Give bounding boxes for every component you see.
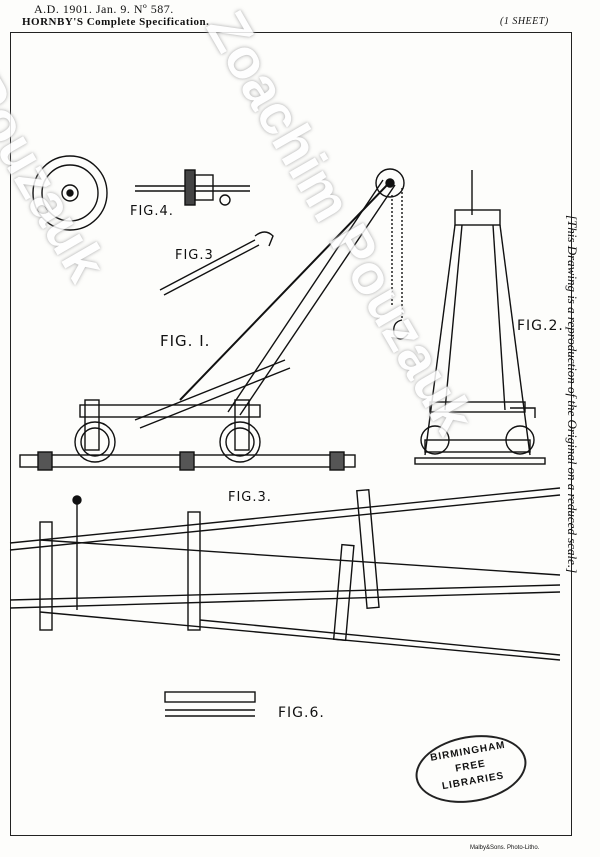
fig6-figure: [164, 691, 256, 717]
fig3-top-label: FIG.3: [175, 248, 214, 263]
sheet-count: (1 SHEET): [500, 16, 549, 27]
fig3-label: FIG.3.: [228, 490, 272, 505]
fig3-rod-figure: [159, 231, 274, 296]
fig2-label: FIG.2.: [517, 318, 564, 334]
reproduction-note: [This Drawing is a reproduction of the O…: [565, 215, 580, 574]
printer-credit: Malby&Sons. Photo-Litho.: [470, 845, 540, 851]
drawing-frame: [10, 32, 572, 836]
fig4-label: FIG.4.: [130, 204, 174, 219]
fig4-axle-figure: [135, 169, 250, 206]
fig1-crane-figure: [19, 168, 409, 471]
fig4-wheel-figure: [32, 155, 108, 231]
fig3-track-figure: [9, 487, 561, 661]
fig6-label: FIG.6.: [278, 705, 325, 721]
header-date: A.D. 1901. Jan. 9. Nº 587.: [34, 2, 174, 16]
fig1-label: FIG. I.: [160, 332, 211, 350]
header-title: HORNBY'S Complete Specification.: [22, 16, 210, 28]
fig2-crane-figure: [414, 170, 546, 465]
